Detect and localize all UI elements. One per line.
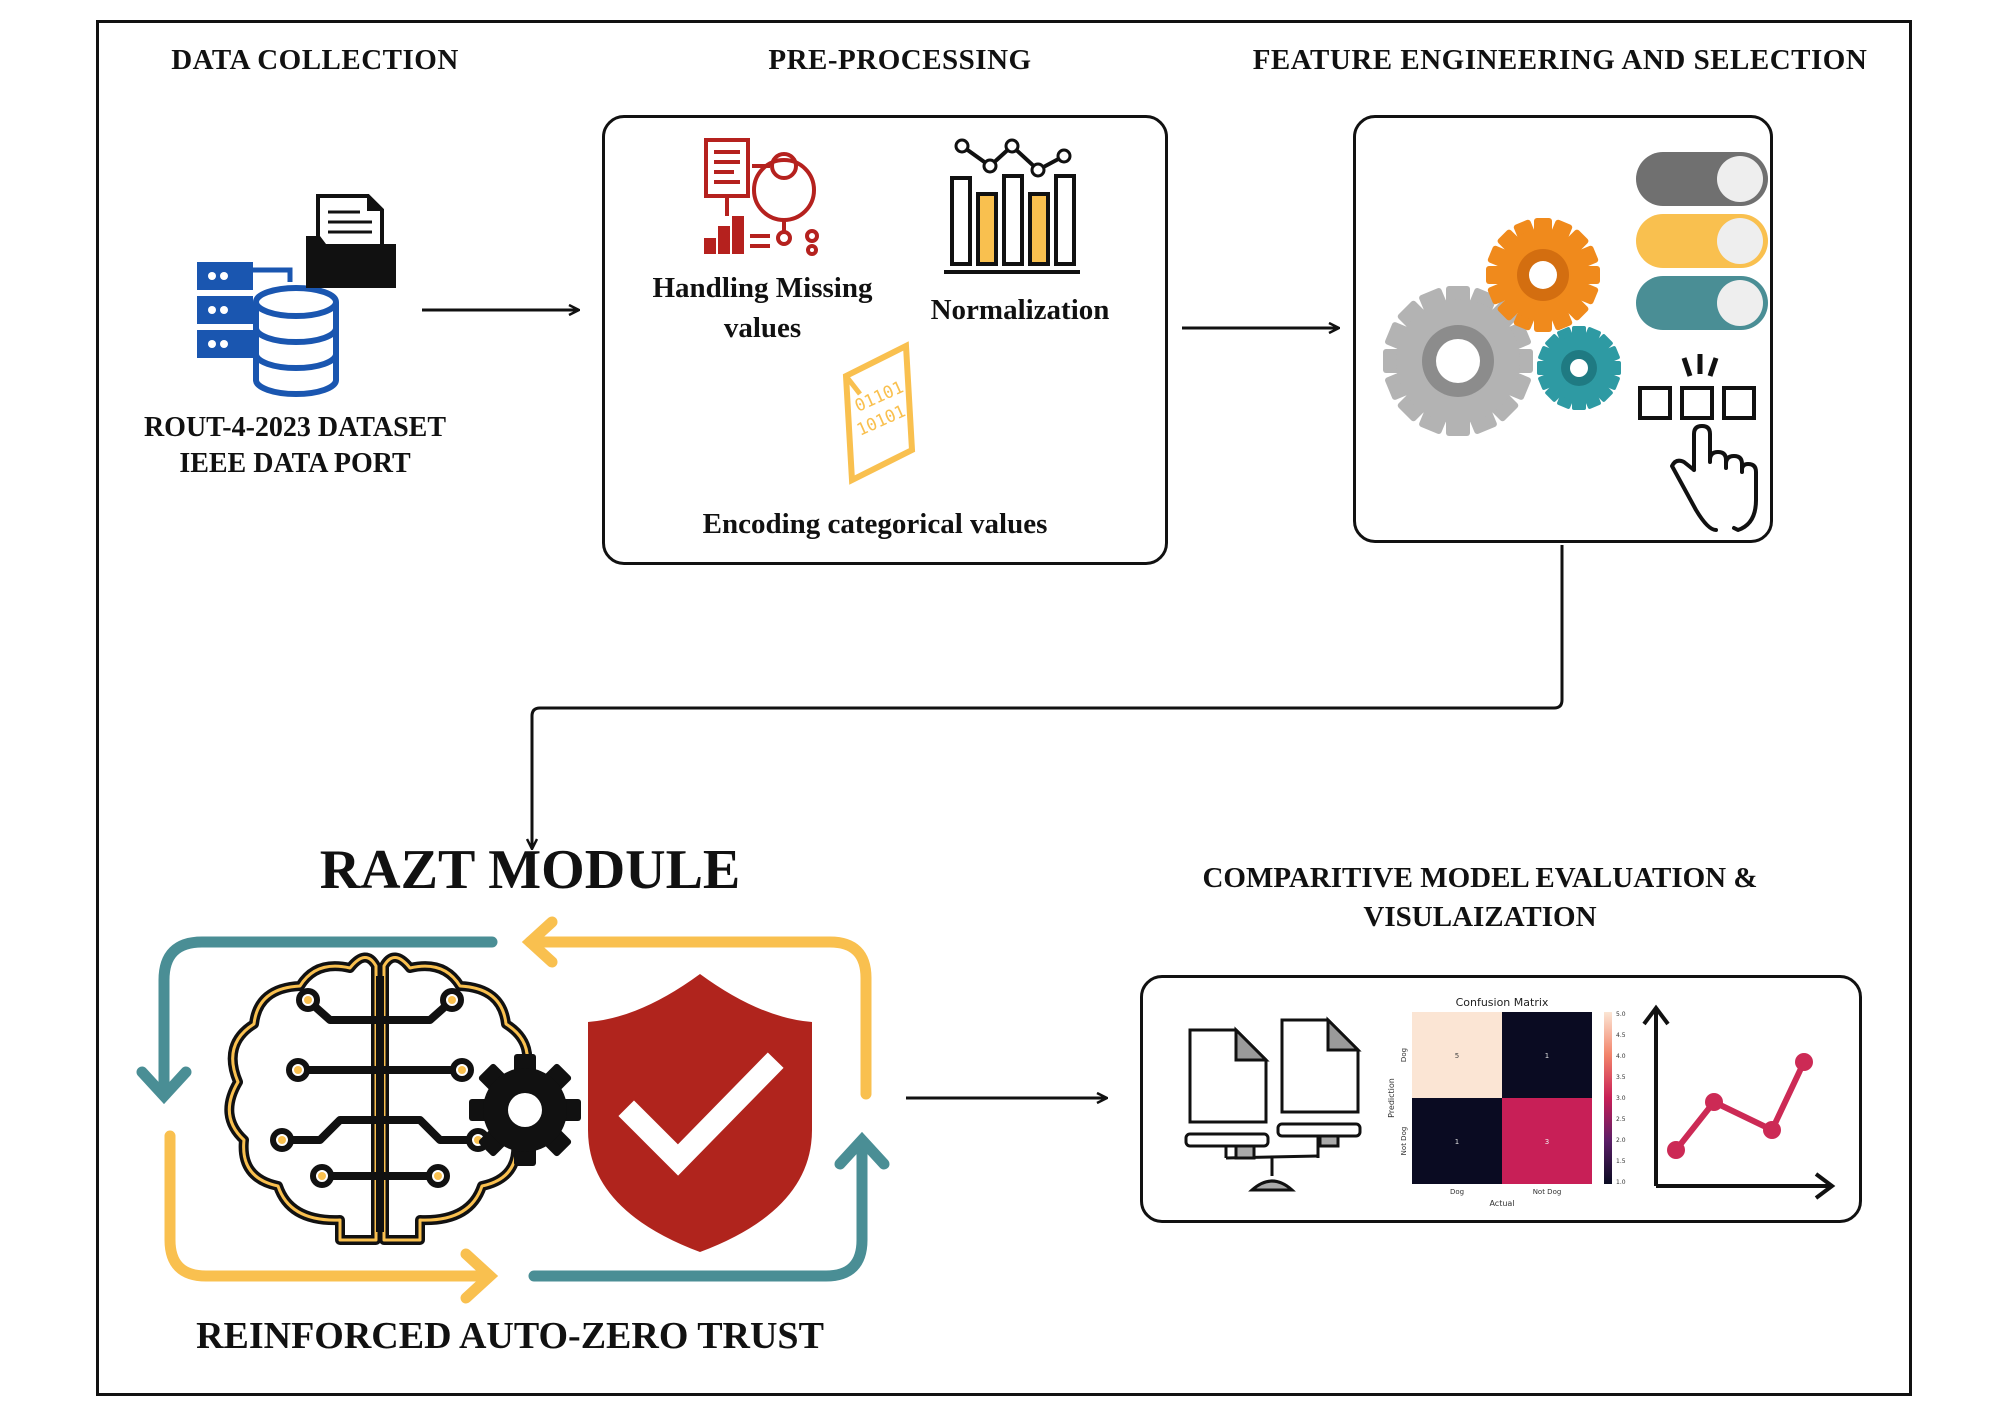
shield-check-icon xyxy=(588,974,812,1252)
missing-values-analysis-icon xyxy=(704,138,819,256)
cm-ytick-0: Dog xyxy=(1400,1048,1408,1062)
cm-colorbar xyxy=(1604,1012,1612,1184)
cm-value-0-0: 5 xyxy=(1455,1052,1459,1060)
razt-cycle-arrows xyxy=(136,916,890,1304)
missing-values-label-2: values xyxy=(723,312,802,344)
cm-colorbar-tick: 4.5 xyxy=(1616,1032,1626,1039)
cm-value-1-1: 3 xyxy=(1545,1138,1549,1146)
server-icon xyxy=(197,262,293,358)
normalization-bar-chart-icon xyxy=(944,138,1080,274)
binary-file-icon: 01101 10101 xyxy=(842,341,916,485)
cm-colorbar-tick: 1.0 xyxy=(1616,1179,1626,1186)
cm-cell-0-0 xyxy=(1412,1012,1502,1098)
cm-cell-1-1 xyxy=(1502,1098,1592,1184)
cm-colorbar-tick: 3.0 xyxy=(1616,1095,1626,1102)
evaluation-heading-2: VISULAIZATION xyxy=(1363,901,1597,933)
preprocessing-heading: PRE-PROCESSING xyxy=(768,44,1032,76)
razt-subtitle: REINFORCED AUTO-ZERO TRUST xyxy=(196,1315,824,1357)
dataset-source-label: IEEE DATA PORT xyxy=(179,448,411,479)
cm-title: Confusion Matrix xyxy=(1456,996,1549,1009)
dataset-name-label: ROUT-4-2023 DATASET xyxy=(143,412,447,443)
cm-colorbar-tick: 1.5 xyxy=(1616,1158,1626,1165)
cm-value-1-0: 1 xyxy=(1455,1138,1459,1146)
database-icon xyxy=(253,285,339,397)
black-gear-icon xyxy=(469,1054,581,1166)
teal-gear-icon xyxy=(1537,326,1621,410)
cm-xlabel: Actual xyxy=(1489,1199,1514,1208)
cm-cell-1-0 xyxy=(1412,1098,1502,1184)
cm-ytick-1: Not Dog xyxy=(1400,1127,1408,1156)
trend-line-chart-icon xyxy=(1642,1004,1836,1200)
cm-colorbar-tick: 5.0 xyxy=(1616,1011,1626,1018)
arrow-feature-to-razt xyxy=(532,545,1564,848)
cm-colorbar-tick: 2.5 xyxy=(1616,1116,1626,1123)
missing-values-label-1: Handling Missing xyxy=(652,272,873,304)
document-folder-icon xyxy=(306,194,396,288)
cm-ylabel: Prediction xyxy=(1387,1078,1396,1118)
cm-xtick-0: Dog xyxy=(1450,1188,1464,1196)
normalization-label: Normalization xyxy=(930,294,1110,326)
toggle-switches-icon xyxy=(1636,152,1768,330)
orange-gear-icon xyxy=(1486,218,1600,332)
confusion-matrix-chart: Confusion Matrix 5 1 1 3 Dog Not Dog Act… xyxy=(1387,996,1626,1208)
cm-colorbar-tick: 4.0 xyxy=(1616,1053,1626,1060)
cm-xtick-1: Not Dog xyxy=(1533,1188,1562,1196)
brain-circuit-icon xyxy=(224,952,536,1245)
evaluation-heading-1: COMPARITIVE MODEL EVALUATION & xyxy=(1202,862,1758,894)
cm-value-0-1: 1 xyxy=(1545,1052,1549,1060)
gray-gear-icon xyxy=(1383,286,1533,436)
cm-colorbar-ticks: 5.0 4.5 4.0 3.5 3.0 2.5 2.0 1.5 1.0 xyxy=(1616,1011,1626,1186)
cm-cell-0-1 xyxy=(1502,1012,1592,1098)
data-collection-heading: DATA COLLECTION xyxy=(171,44,459,76)
selection-hand-icon xyxy=(1638,354,1758,532)
feature-heading: FEATURE ENGINEERING AND SELECTION xyxy=(1252,44,1868,76)
cm-colorbar-tick: 3.5 xyxy=(1616,1074,1626,1081)
diagram-frame xyxy=(96,20,1912,1396)
encoding-label: Encoding categorical values xyxy=(702,508,1048,540)
cm-colorbar-tick: 2.0 xyxy=(1616,1137,1626,1144)
file-comparison-icon xyxy=(1184,1016,1362,1192)
